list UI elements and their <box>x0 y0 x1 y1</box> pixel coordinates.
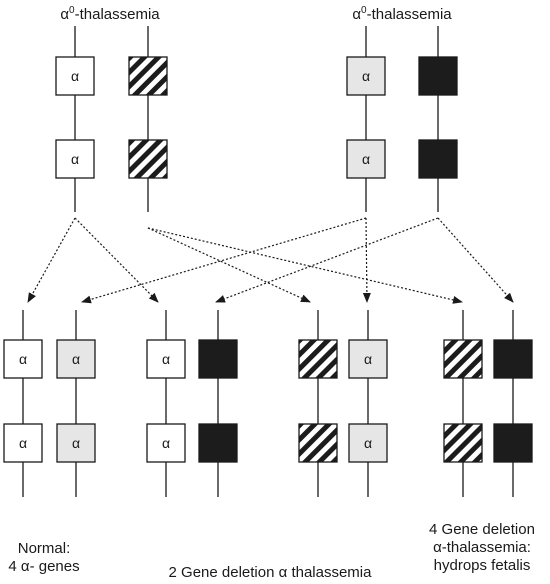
gene-symbol: α <box>362 151 370 167</box>
inheritance-arrow-8 <box>215 217 439 303</box>
parent-right-chrom-2 <box>418 26 458 212</box>
gene-box-grey <box>346 56 386 96</box>
gene-symbol: α <box>364 351 372 367</box>
child-2-chrom-2 <box>198 310 238 497</box>
caption-normal: Normal: 4 α- genes <box>4 540 84 576</box>
caption-two-gene-line: 2 Gene deletion α thalassemia <box>168 564 372 581</box>
gene-symbol: α <box>162 351 170 367</box>
gene-symbol: α <box>364 435 372 451</box>
gene-box-normal <box>55 56 95 96</box>
child-1-chrom-2: αα <box>56 310 96 497</box>
inheritance-arrow-1 <box>27 217 76 303</box>
gene-box-hatch <box>443 339 483 379</box>
gene-symbol: α <box>72 351 80 367</box>
inheritance-arrow-7 <box>437 217 514 303</box>
gene-box-black <box>418 139 458 179</box>
child-3-chrom-2: αα <box>348 310 388 497</box>
child-4-chrom-2 <box>493 310 533 497</box>
caption-four-gene-deletion: 4 Gene deletion α-thalassemia: hydrops f… <box>416 521 548 575</box>
child-2-chrom-1: αα <box>146 310 186 497</box>
gene-box-normal <box>146 339 186 379</box>
gene-box-hatch <box>128 56 168 96</box>
child-3-chrom-1 <box>298 310 338 497</box>
gene-symbol: α <box>71 68 79 84</box>
gene-box-normal <box>146 423 186 463</box>
inheritance-arrow-4 <box>147 227 463 304</box>
gene-box-grey <box>56 423 96 463</box>
caption-normal-line1: Normal: <box>17 540 71 557</box>
caption-four-gene-line2: α-thalassemia: <box>433 539 531 556</box>
caption-four-gene-line3: hydrops fetalis <box>433 557 531 574</box>
gene-box-normal <box>3 423 43 463</box>
gene-symbol: α <box>362 68 370 84</box>
gene-box-grey <box>346 139 386 179</box>
parent-left-chrom-1: αα <box>55 26 95 212</box>
inheritance-arrow-2 <box>74 217 159 303</box>
gene-box-normal <box>55 139 95 179</box>
gene-box-grey <box>56 339 96 379</box>
gene-box-hatch <box>128 139 168 179</box>
gene-box-black <box>198 339 238 379</box>
gene-symbol: α <box>19 351 27 367</box>
gene-box-normal <box>3 339 43 379</box>
child-1-chrom-1: αα <box>3 310 43 497</box>
child-4-chrom-1 <box>443 310 483 497</box>
parent-right-title: α0-thalassemia <box>352 5 452 23</box>
gene-box-hatch <box>298 423 338 463</box>
inheritance-arrow-3 <box>147 227 311 303</box>
gene-symbol: α <box>19 435 27 451</box>
gene-box-grey <box>348 423 388 463</box>
gene-symbol: α <box>71 151 79 167</box>
caption-two-gene-deletion: 2 Gene deletion α thalassemia <box>140 564 400 582</box>
parent-right-chrom-1: αα <box>346 26 386 212</box>
gene-symbol: α <box>72 435 80 451</box>
inheritance-arrow-5 <box>362 217 371 303</box>
gene-box-black <box>198 423 238 463</box>
inheritance-arrows <box>27 217 514 304</box>
gene-box-grey <box>348 339 388 379</box>
caption-normal-line2: 4 α- genes <box>8 558 80 575</box>
caption-four-gene-line1: 4 Gene deletion <box>429 521 535 538</box>
gene-box-hatch <box>298 339 338 379</box>
gene-symbol: α <box>162 435 170 451</box>
gene-box-black <box>418 56 458 96</box>
parent-left-title: α0-thalassemia <box>60 5 160 23</box>
parent-left-chrom-2 <box>128 26 168 212</box>
gene-box-black <box>493 423 533 463</box>
gene-box-black <box>493 339 533 379</box>
inheritance-arrow-6 <box>81 217 367 304</box>
gene-box-hatch <box>443 423 483 463</box>
